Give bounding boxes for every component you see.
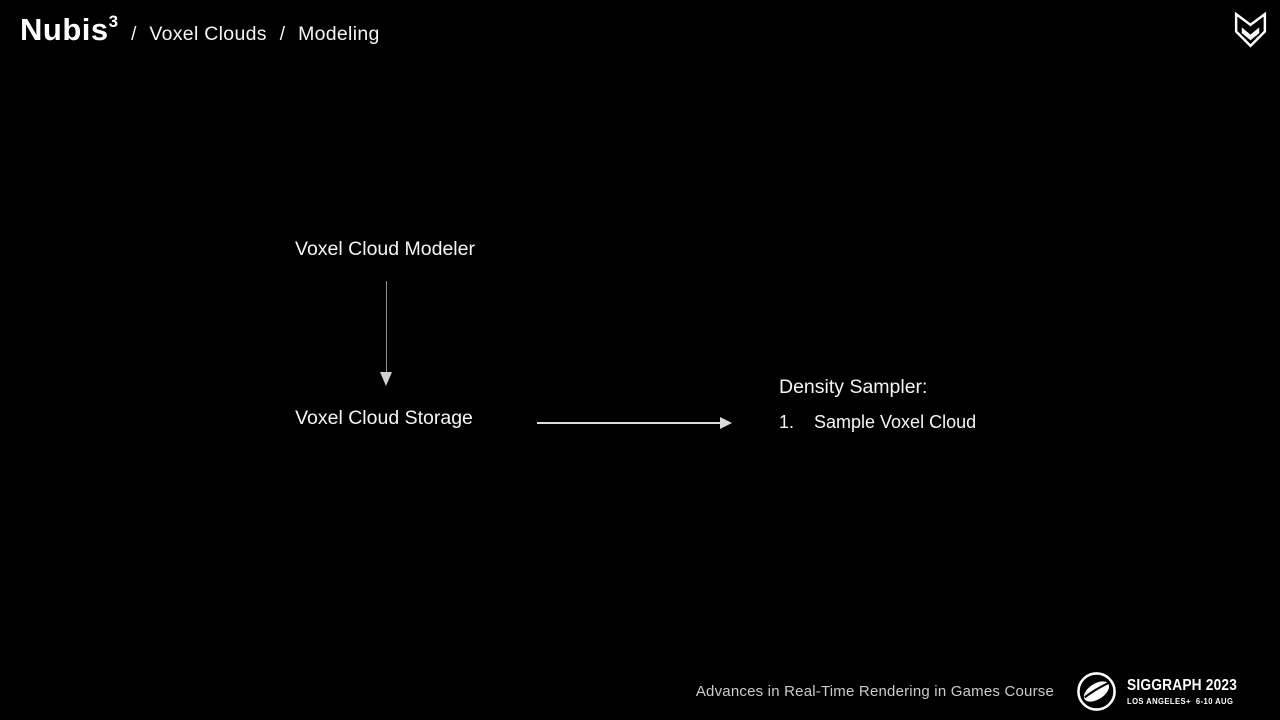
voxel-cloud-storage-node: Voxel Cloud Storage bbox=[295, 407, 473, 429]
arrow-storage-to-sampler-head bbox=[720, 417, 732, 429]
slide-title: Nubis3 bbox=[20, 12, 118, 48]
slide-title-text: Nubis bbox=[20, 12, 109, 47]
header: Nubis3 / Voxel Clouds / Modeling bbox=[20, 12, 380, 48]
arrow-modeler-to-storage bbox=[386, 281, 387, 372]
density-sampler-title: Density Sampler: bbox=[779, 376, 928, 398]
breadcrumb-item-modeling: Modeling bbox=[298, 23, 380, 45]
arrow-storage-to-sampler bbox=[537, 422, 721, 424]
siggraph-text-block: SIGGRAPH 2023 LOS ANGELES+ 6-10 AUG bbox=[1127, 677, 1255, 706]
breadcrumb-item-voxel-clouds: Voxel Clouds bbox=[149, 23, 267, 45]
voxel-cloud-modeler-node: Voxel Cloud Modeler bbox=[295, 238, 475, 260]
density-sampler-step-1: 1. Sample Voxel Cloud bbox=[779, 412, 976, 433]
siggraph-logo-icon bbox=[1075, 670, 1118, 713]
step-label: Sample Voxel Cloud bbox=[814, 412, 977, 432]
conference-name: SIGGRAPH 2023 bbox=[1127, 677, 1238, 695]
course-title: Advances in Real-Time Rendering in Games… bbox=[695, 683, 1055, 700]
step-number: 1. bbox=[779, 412, 795, 432]
slide-title-exponent: 3 bbox=[108, 12, 119, 31]
breadcrumb-separator: / bbox=[279, 24, 286, 45]
guerrilla-games-logo-icon bbox=[1233, 11, 1268, 50]
breadcrumb-separator: / bbox=[131, 24, 137, 45]
arrow-modeler-to-storage-head bbox=[380, 372, 392, 386]
conference-location-dates: LOS ANGELES+ 6-10 AUG bbox=[1127, 695, 1234, 706]
footer: Advances in Real-Time Rendering in Games… bbox=[696, 670, 1255, 713]
